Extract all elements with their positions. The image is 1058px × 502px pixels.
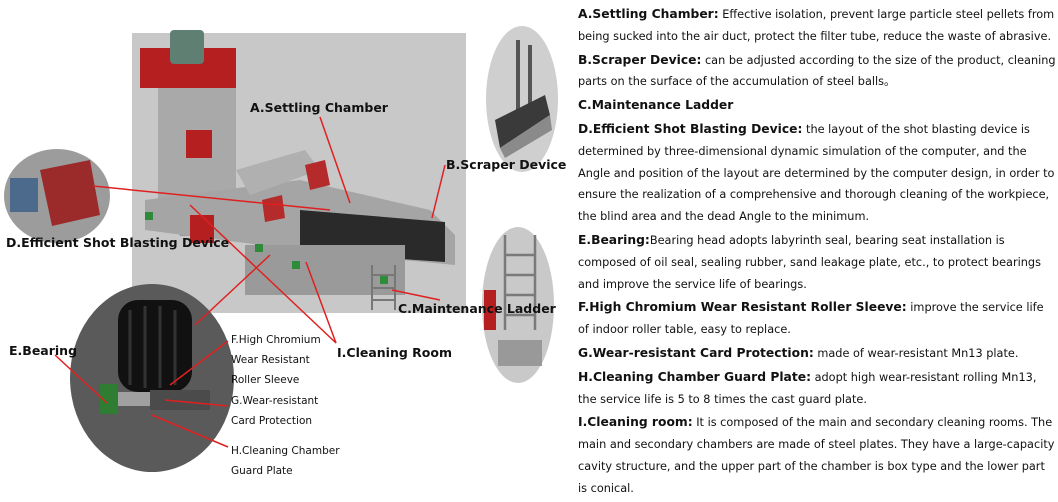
desc-text: the layout of the shot blasting device i… bbox=[578, 122, 1055, 224]
shot-blasting-motor bbox=[10, 178, 38, 212]
machine-diagram bbox=[4, 26, 558, 472]
desc-title: C.Maintenance Ladder bbox=[578, 98, 734, 113]
label-scraper-device: B.Scraper Device bbox=[446, 157, 567, 172]
label-bearing: E.Bearing bbox=[9, 343, 78, 358]
label-roller-sleeve: F.High Chromium Wear Resistant Roller Sl… bbox=[231, 334, 321, 386]
desc-title: I.Cleaning room: bbox=[578, 415, 693, 430]
desc-title: F.High Chromium Wear Resistant Roller Sl… bbox=[578, 300, 907, 315]
lower-cleaning-room bbox=[245, 245, 405, 295]
desc-title: G.Wear-resistant Card Protection: bbox=[578, 345, 814, 360]
desc-title: E.Bearing: bbox=[578, 232, 650, 247]
label-card-protection: G.Wear-resistant Card Protection bbox=[231, 395, 319, 427]
desc-title: A.Settling Chamber: bbox=[578, 7, 719, 21]
label-shot-blasting-device: D.Efficient Shot Blasting Device bbox=[6, 235, 230, 250]
desc-text: Effective isolation, prevent large parti… bbox=[578, 8, 1055, 43]
desc-text: Bearing head adopts labyrinth seal, bear… bbox=[578, 233, 1041, 291]
desc-roller-sleeve: F.High Chromium Wear Resistant Roller Sl… bbox=[578, 297, 1056, 341]
desc-title: B.Scraper Device: bbox=[578, 52, 702, 67]
air-duct bbox=[236, 150, 320, 195]
label-settling-chamber: A.Settling Chamber bbox=[250, 100, 388, 115]
desc-bearing: E.Bearing:Bearing head adopts labyrinth … bbox=[578, 230, 1056, 295]
tower-red-window bbox=[186, 130, 212, 158]
label-maintenance-ladder: C.Maintenance Ladder bbox=[398, 301, 556, 316]
desc-text: It is composed of the main and secondary… bbox=[578, 416, 1055, 495]
scraper-device-inset bbox=[486, 26, 558, 172]
desc-text: adopt high wear-resistant rolling Mn13, … bbox=[578, 370, 1037, 406]
bearing-housing bbox=[100, 384, 118, 414]
desc-shot-blasting-device: D.Efficient Shot Blasting Device: the la… bbox=[578, 119, 1056, 228]
desc-title: H.Cleaning Chamber Guard Plate: bbox=[578, 369, 811, 384]
description-panel: A.Settling Chamber: Effective isolation,… bbox=[578, 4, 1056, 502]
ladder-inset-steps bbox=[498, 340, 542, 366]
roller-sleeve-ribs bbox=[118, 300, 192, 392]
green-marker-tags bbox=[145, 212, 388, 284]
desc-cleaning-room: I.Cleaning room: It is composed of the m… bbox=[578, 412, 1056, 499]
desc-text: made of wear-resistant Mn13 plate. bbox=[817, 346, 1019, 360]
card-protection bbox=[150, 390, 210, 410]
cleaning-room-red-window bbox=[190, 215, 214, 243]
ladder-red-panel bbox=[484, 290, 496, 330]
label-guard-plate: H.Cleaning Chamber Guard Plate bbox=[231, 445, 340, 477]
desc-text: can be adjusted according to the size of… bbox=[578, 53, 1056, 89]
label-cleaning-room: I.Cleaning Room bbox=[337, 345, 452, 360]
desc-card-protection: G.Wear-resistant Card Protection: made o… bbox=[578, 343, 1056, 365]
leader-lines bbox=[54, 116, 446, 448]
shot-blaster-red-2 bbox=[262, 195, 285, 222]
ladder-inset-rails bbox=[503, 235, 537, 330]
desc-maintenance-ladder: C.Maintenance Ladder bbox=[578, 95, 1056, 117]
shot-blaster-red bbox=[305, 160, 330, 190]
desc-title: D.Efficient Shot Blasting Device: bbox=[578, 121, 803, 136]
fan-motor bbox=[170, 30, 204, 64]
desc-text: improve the service life of indoor rolle… bbox=[578, 301, 1044, 337]
shot-blasting-red-part bbox=[40, 160, 100, 226]
desc-guard-plate: H.Cleaning Chamber Guard Plate: adopt hi… bbox=[578, 367, 1056, 411]
desc-scraper-device: B.Scraper Device: can be adjusted accord… bbox=[578, 50, 1056, 94]
ladder-main bbox=[371, 265, 396, 310]
scraper-device-parts bbox=[495, 40, 552, 158]
desc-settling-chamber: A.Settling Chamber: Effective isolation,… bbox=[578, 4, 1056, 48]
